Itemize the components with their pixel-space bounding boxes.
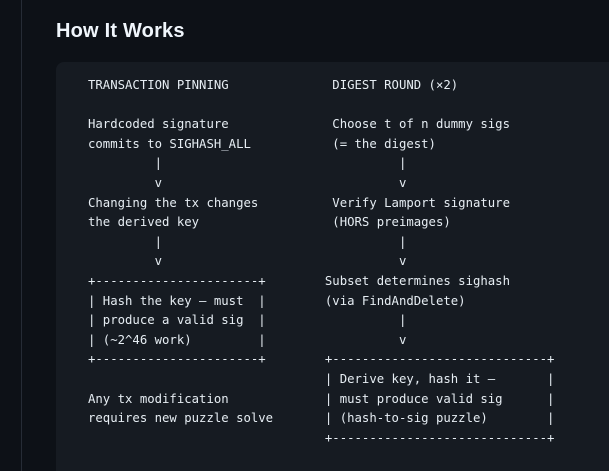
sidebar-divider [21,0,22,471]
how-it-works-panel: TRANSACTION PINNING DIGEST ROUND (×2) Ha… [56,62,609,471]
ascii-flow-diagram: TRANSACTION PINNING DIGEST ROUND (×2) Ha… [88,78,555,445]
page-title: How It Works [56,20,185,42]
